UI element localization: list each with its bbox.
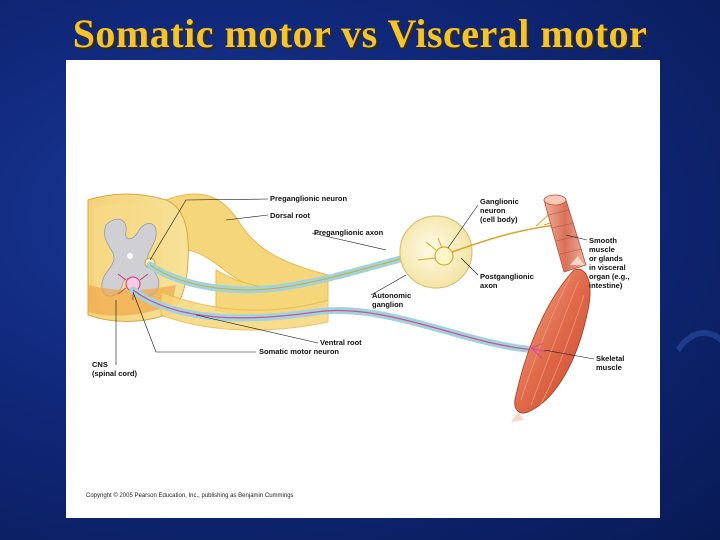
label-smooth-3: or glands bbox=[589, 254, 623, 263]
label-autonomic-1: Autonomic bbox=[372, 291, 411, 300]
label-cns-1: CNS bbox=[92, 360, 108, 369]
ventral-root bbox=[160, 291, 329, 331]
label-postganglionic-2: axon bbox=[480, 281, 498, 290]
motor-pathway-diagram: Preganglionic neuron Dorsal root Pregang… bbox=[86, 193, 629, 499]
label-preganglionic-axon: Preganglionic axon bbox=[314, 228, 384, 237]
diagram-figure: Preganglionic neuron Dorsal root Pregang… bbox=[66, 60, 660, 518]
label-ventral-root: Ventral root bbox=[320, 338, 362, 347]
label-smooth-5: organ (e.g., bbox=[589, 272, 629, 281]
label-skeletal-2: muscle bbox=[596, 363, 622, 372]
label-smooth-4: in visceral bbox=[589, 263, 626, 272]
postganglionic-axon bbox=[451, 224, 557, 253]
label-postganglionic-1: Postganglionic bbox=[480, 272, 534, 281]
skeletal-muscle bbox=[511, 256, 591, 422]
label-smooth-1: Smooth bbox=[589, 236, 617, 245]
label-skeletal-1: Skeletal bbox=[596, 354, 624, 363]
slide-title: Somatic motor vs Visceral motor bbox=[72, 11, 648, 56]
label-somatic-motor-neuron: Somatic motor neuron bbox=[259, 347, 339, 356]
label-autonomic-2: ganglion bbox=[372, 300, 404, 309]
ganglionic-neuron-cell-body bbox=[434, 246, 454, 266]
neuromuscular-junction bbox=[530, 342, 547, 359]
label-ganglionic-neuron-3: (cell body) bbox=[480, 215, 518, 224]
label-ganglionic-neuron-1: Ganglionic bbox=[480, 197, 519, 206]
label-ganglionic-neuron-2: neuron bbox=[480, 206, 506, 215]
label-cns-2: (spinal cord) bbox=[92, 369, 138, 378]
smooth-muscle bbox=[543, 194, 587, 273]
copyright-notice: Copyright © 2005 Pearson Education, Inc.… bbox=[86, 492, 294, 499]
central-canal bbox=[127, 253, 133, 259]
label-smooth-6: intestine) bbox=[589, 281, 623, 290]
leader-lines bbox=[115, 198, 595, 365]
cord-lower-band bbox=[88, 285, 176, 316]
label-dorsal-root: Dorsal root bbox=[270, 211, 311, 220]
label-preganglionic-neuron: Preganglionic neuron bbox=[270, 194, 348, 203]
label-smooth-2: muscle bbox=[589, 245, 615, 254]
